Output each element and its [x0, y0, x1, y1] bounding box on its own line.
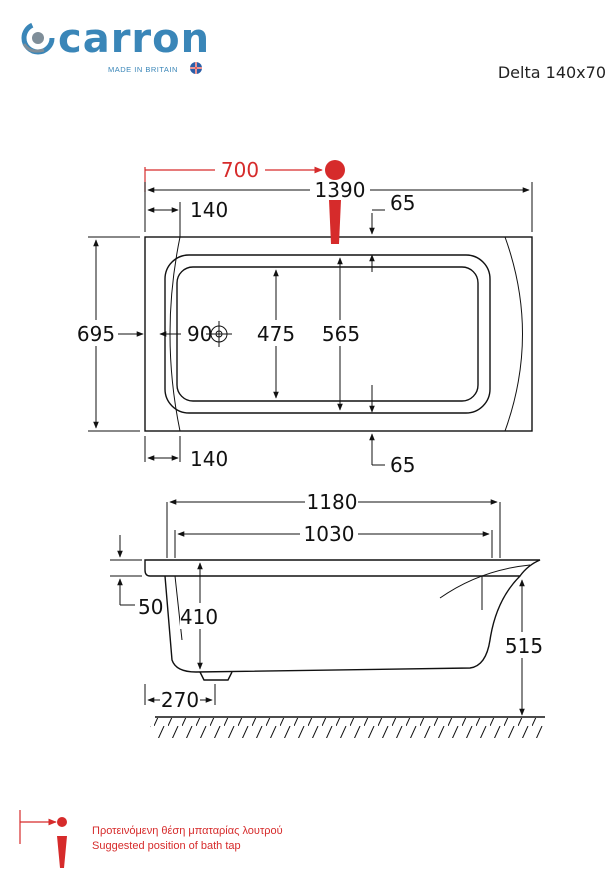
swirl-logo-icon — [21, 21, 55, 55]
dim-waste-offset: 90 — [187, 322, 212, 346]
legend: Προτεινόμενη θέση μπαταρίας λουτρού Sugg… — [19, 810, 283, 868]
dim-inner-width: 475 — [257, 322, 295, 346]
dim-inner-depth: 410 — [180, 605, 218, 629]
legend-english: Suggested position of bath tap — [92, 840, 241, 852]
dim-left-offset-top: 140 — [190, 198, 228, 222]
dim-foot-offset: 270 — [161, 688, 199, 712]
union-flag-icon — [190, 62, 202, 74]
brand-tagline: MADE IN BRITAIN — [108, 65, 178, 74]
plan-view: 700 1390 140 65 695 90 475 565 — [77, 158, 533, 477]
side-tub-body — [164, 575, 521, 673]
brand-logo: carron MADE IN BRITAIN — [21, 16, 210, 74]
brand-name: carron — [58, 16, 210, 62]
dim-overall-height: 515 — [505, 634, 543, 658]
legend-greek: Προτεινόμενη θέση μπαταρίας λουτρού — [92, 825, 283, 837]
plan-right-curve — [504, 236, 523, 432]
dim-tap-position: 700 — [221, 158, 259, 182]
side-rim — [144, 559, 541, 577]
dim-rim-height: 50 — [138, 595, 163, 619]
floor-hatch — [150, 718, 545, 738]
waste-outlet-icon — [206, 321, 232, 347]
dim-overall-length: 1390 — [315, 178, 366, 202]
bath-tap-icon — [325, 160, 345, 244]
dim-left-offset-bottom: 140 — [190, 447, 228, 471]
dim-overall-width: 695 — [77, 322, 115, 346]
dim-right-rim-top: 65 — [390, 191, 415, 215]
dim-basin-width: 565 — [322, 322, 360, 346]
dim-right-rim-bottom: 65 — [390, 453, 415, 477]
model-name: Delta 140x70 — [498, 63, 606, 82]
bath-tap-legend-icon — [57, 817, 67, 868]
dim-rim-length: 1180 — [307, 490, 358, 514]
side-foot — [199, 671, 233, 681]
dim-inner-length: 1030 — [304, 522, 355, 546]
side-view: 1180 1030 50 410 515 270 — [110, 490, 545, 738]
